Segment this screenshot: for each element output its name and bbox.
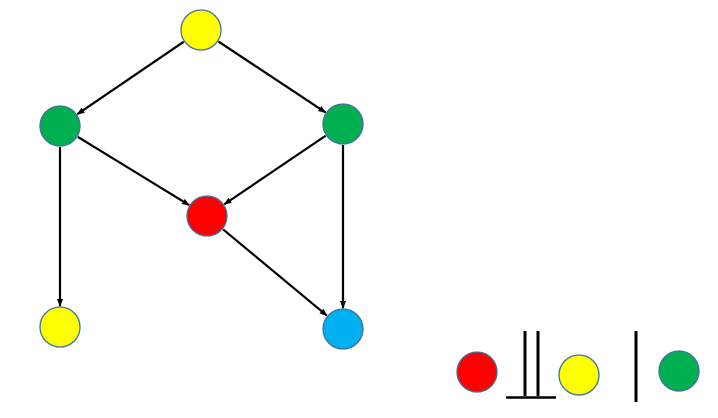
statement-green-node — [658, 350, 700, 392]
edge-top-to-right — [217, 40, 327, 114]
statement-yellow-node — [558, 354, 600, 396]
independence-symbol — [506, 331, 556, 399]
statement-red-node — [456, 351, 498, 393]
edge-center-to-bottom-right — [222, 228, 328, 317]
edge-right-to-center — [223, 134, 327, 206]
node-bottom-left — [39, 306, 81, 348]
node-top — [180, 9, 222, 51]
node-left — [39, 105, 81, 147]
node-bottom-right — [322, 308, 364, 350]
independence-statement — [456, 331, 700, 402]
node-center — [186, 195, 228, 237]
edge-left-to-center — [77, 136, 190, 206]
edge-top-to-left — [76, 40, 185, 116]
node-right — [322, 103, 364, 145]
